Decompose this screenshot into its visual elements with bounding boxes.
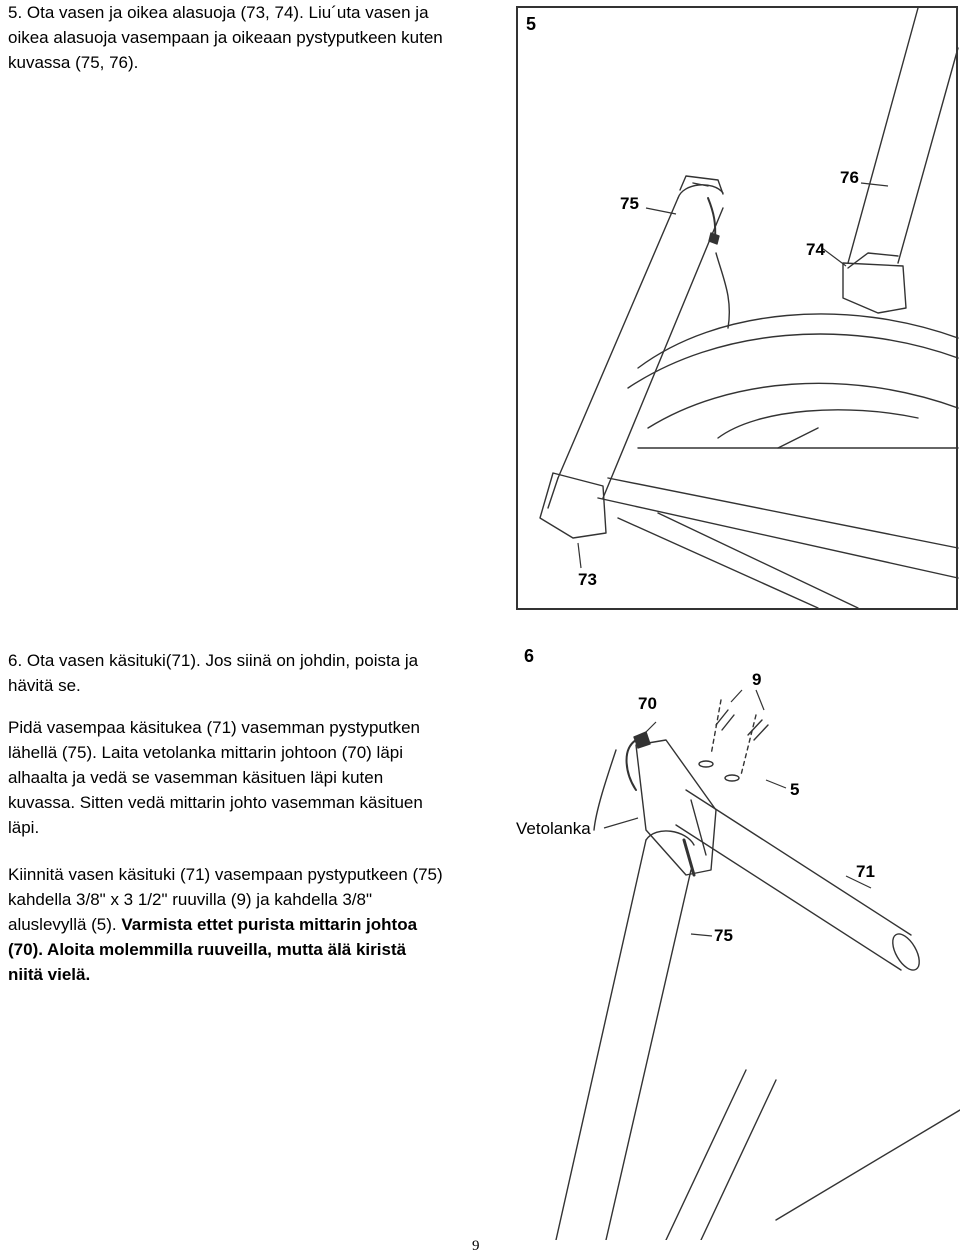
step6-p2-line2: lähellä (75). Laita vetolanka mittarin j… <box>8 743 404 762</box>
step6-p3-line1: Kiinnitä vasen käsituki (71) vasempaan p… <box>8 865 443 884</box>
callout-74: 74 <box>806 240 825 259</box>
step6-p3-line3-normal: aluslevyllä (5). <box>8 915 122 934</box>
figure-5-drawing <box>539 8 959 609</box>
step6-p3-line3-bold: Varmista ettet purista mittarin johtoa <box>121 915 418 934</box>
figure-5: 5 76 75 74 73 <box>516 6 959 610</box>
step6-intro-line2: hävitä se. <box>8 676 81 695</box>
step6-p3-line4: (70). Aloita molemmilla ruuveilla, mutta… <box>8 940 407 959</box>
callout-75-fig6: 75 <box>714 926 733 945</box>
callout-5: 5 <box>790 780 800 799</box>
callout-vetolanka: Vetolanka <box>516 819 591 838</box>
step6-p2-line3: alhaalta ja vedä se vasemman käsituen lä… <box>8 768 384 787</box>
figure-6-number: 6 <box>524 646 535 666</box>
callout-75: 75 <box>620 194 639 213</box>
step6-p3-line5: niitä vielä. <box>8 965 91 984</box>
callout-76: 76 <box>840 168 859 187</box>
figure-6-drawing <box>555 689 960 1241</box>
figure-6: 6 9 70 5 Vetolanka 71 75 <box>516 640 960 1241</box>
step6-intro-line1: 6. Ota vasen käsituki(71). Jos siinä on … <box>8 651 419 670</box>
step6-p3-line2: kahdella 3/8" x 3 1/2" ruuvilla (9) ja k… <box>8 890 372 909</box>
step6-p2-line4: kuvassa. Sitten vedä mittarin johto vase… <box>8 793 423 812</box>
step5-line1: 5. Ota vasen ja oikea alasuoja (73, 74).… <box>8 3 429 22</box>
callout-73: 73 <box>578 570 597 589</box>
callout-70: 70 <box>638 694 657 713</box>
callout-71: 71 <box>856 862 875 881</box>
figure-5-number: 5 <box>526 14 537 34</box>
callout-9: 9 <box>752 670 762 689</box>
step5-line2: oikea alasuoja vasempaan ja oikeaan pyst… <box>8 28 443 47</box>
page-number: 9 <box>472 1238 480 1254</box>
step6-p3-line3: aluslevyllä (5). Varmista ettet purista … <box>8 912 417 937</box>
step5-line3: kuvassa (75, 76). <box>8 53 139 72</box>
step6-p2-line5: läpi. <box>8 818 40 837</box>
step6-p2-line1: Pidä vasempaa käsitukea (71) vasemman py… <box>8 718 420 737</box>
